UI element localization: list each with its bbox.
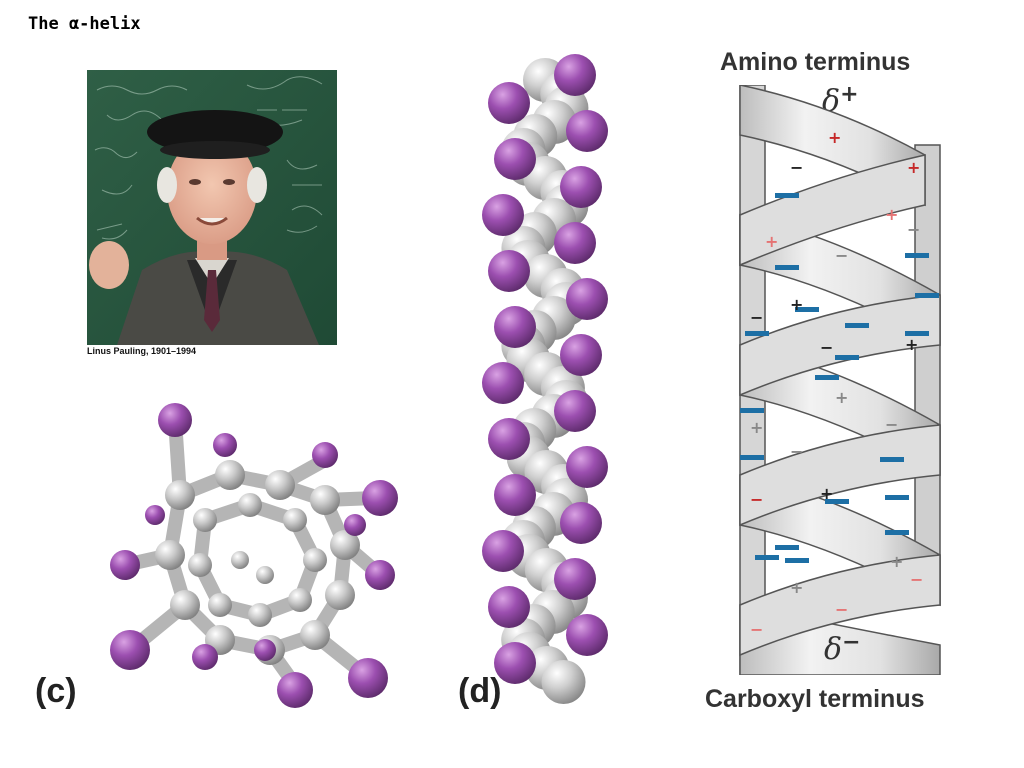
dipole-bar bbox=[775, 265, 799, 270]
charge-mark: − bbox=[907, 220, 920, 239]
charge-mark: + bbox=[905, 335, 918, 354]
pauling-photo bbox=[87, 70, 337, 345]
charge-mark: − bbox=[750, 308, 763, 327]
oxygen-atom bbox=[560, 334, 602, 376]
dipole-bar bbox=[905, 253, 929, 258]
oxygen-atom bbox=[494, 138, 536, 180]
carbon-atom bbox=[541, 660, 586, 704]
dipole-marks: ++−++−−+−−+++−−+−+−+−− bbox=[740, 128, 939, 639]
delta-plus-sign: + bbox=[840, 82, 859, 107]
dipole-bar bbox=[740, 408, 764, 413]
dipole-bar bbox=[835, 355, 859, 360]
dipole-bar bbox=[845, 323, 869, 328]
dipole-bar bbox=[785, 558, 809, 563]
oxygen-atom bbox=[494, 474, 536, 516]
oxygen-atoms bbox=[482, 54, 608, 684]
charge-mark: + bbox=[907, 158, 920, 177]
charge-mark: − bbox=[835, 246, 848, 265]
charge-mark: + bbox=[790, 578, 803, 597]
ribbon-turns bbox=[739, 85, 941, 675]
oxygen-atom bbox=[560, 502, 602, 544]
oxygen-atom bbox=[554, 390, 596, 432]
dipole-bar bbox=[745, 331, 769, 336]
oxygen-atom bbox=[566, 614, 608, 656]
dipole-bar bbox=[905, 331, 929, 336]
charge-mark: + bbox=[835, 388, 848, 407]
charge-mark: + bbox=[750, 418, 763, 437]
dipole-bar bbox=[885, 530, 909, 535]
oxygen-atom bbox=[488, 82, 530, 124]
oxygen-atom bbox=[488, 418, 530, 460]
oxygen-atom bbox=[482, 362, 524, 404]
dipole-bar bbox=[775, 545, 799, 550]
oxygen-atom bbox=[566, 110, 608, 152]
dipole-bar bbox=[815, 375, 839, 380]
oxygen-atom bbox=[482, 530, 524, 572]
charge-mark: + bbox=[885, 205, 898, 224]
slide-title: The α-helix bbox=[28, 14, 141, 34]
charge-mark: + bbox=[790, 295, 803, 314]
dipole-bar bbox=[755, 555, 779, 560]
oxygen-atom bbox=[554, 54, 596, 96]
carbon-atoms bbox=[155, 460, 360, 665]
carboxyl-terminus-label: Carboxyl terminus bbox=[705, 685, 925, 713]
smile bbox=[196, 216, 228, 226]
oxygen-atom bbox=[566, 278, 608, 320]
oxygen-atom bbox=[560, 166, 602, 208]
charge-mark: + bbox=[890, 552, 903, 571]
beret-band bbox=[160, 141, 270, 159]
oxygen-atom bbox=[494, 642, 536, 684]
dipole-bar bbox=[795, 307, 819, 312]
necktie bbox=[204, 270, 220, 332]
portrait-image bbox=[87, 70, 337, 345]
photo-caption: Linus Pauling, 1901–1994 bbox=[87, 346, 197, 356]
charge-mark: − bbox=[820, 338, 833, 357]
ball-and-stick-top-view bbox=[110, 403, 398, 708]
oxygen-atom bbox=[554, 558, 596, 600]
oxygen-atom bbox=[494, 306, 536, 348]
oxygen-atom bbox=[554, 222, 596, 264]
delta-minus: δ− bbox=[824, 630, 861, 667]
chalk-writing bbox=[94, 76, 323, 240]
dipole-bar bbox=[915, 293, 939, 298]
charge-mark: − bbox=[910, 570, 923, 589]
charge-mark: + bbox=[820, 484, 833, 503]
amino-terminus-label: Amino terminus bbox=[720, 48, 911, 76]
dipole-bar bbox=[775, 193, 799, 198]
helix-ribbon: ++−++−−+−−+++−−+−+−+−− bbox=[739, 85, 941, 675]
charge-mark: − bbox=[790, 158, 803, 177]
oxygen-atom bbox=[566, 446, 608, 488]
oxygen-atom bbox=[482, 194, 524, 236]
dipole-bar bbox=[880, 457, 904, 462]
oxygen-atoms bbox=[110, 403, 398, 708]
face bbox=[167, 136, 257, 244]
left-eye bbox=[189, 179, 201, 185]
right-eye bbox=[223, 179, 235, 185]
dipole-bar bbox=[885, 495, 909, 500]
charge-mark: − bbox=[885, 415, 898, 434]
charge-mark: − bbox=[750, 620, 763, 639]
charge-mark: − bbox=[790, 442, 803, 461]
raised-hand bbox=[89, 241, 129, 289]
hair-right bbox=[247, 167, 267, 203]
charge-mark: − bbox=[835, 600, 848, 619]
charge-mark: − bbox=[750, 490, 763, 509]
panel-c-label: (c) bbox=[35, 672, 77, 710]
panel-d-label: (d) bbox=[458, 672, 502, 710]
delta-symbol-bottom: δ bbox=[824, 632, 843, 667]
charge-mark: + bbox=[765, 232, 778, 251]
oxygen-atom bbox=[488, 586, 530, 628]
oxygen-atom bbox=[488, 250, 530, 292]
dipole-bar bbox=[740, 455, 764, 460]
charge-mark: + bbox=[828, 128, 841, 147]
dipole-bar bbox=[825, 499, 849, 504]
delta-minus-sign: − bbox=[842, 630, 861, 655]
hair-left bbox=[157, 167, 177, 203]
space-filling-model bbox=[482, 54, 608, 704]
